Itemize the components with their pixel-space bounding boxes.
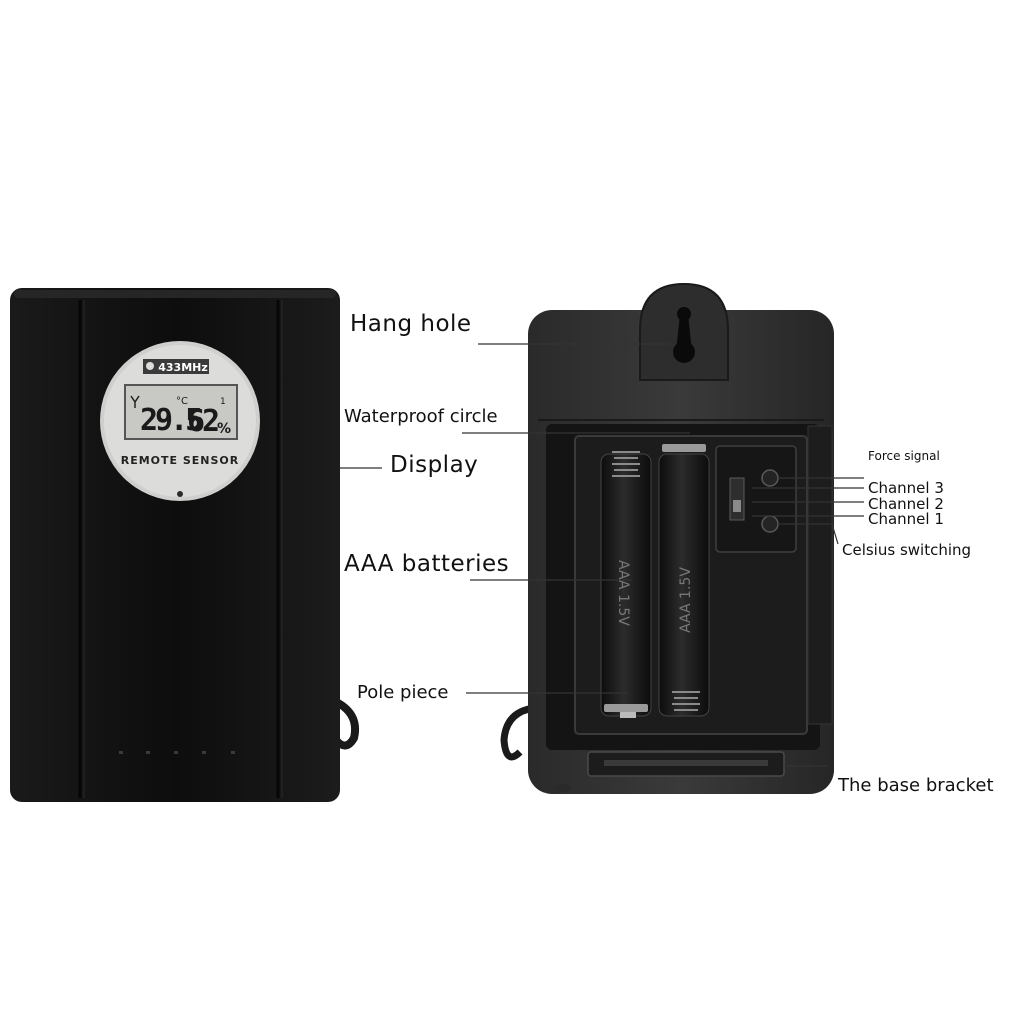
lcd-temperature: 29.5	[140, 403, 202, 438]
label-force-signal: Force signal	[868, 449, 940, 463]
frequency-badge-text: 433MHz	[158, 361, 208, 374]
display-face	[100, 341, 260, 501]
sensor-label: REMOTE SENSOR	[121, 454, 240, 467]
label-channel-3: Channel 3	[868, 479, 944, 497]
battery-label-right: AAA 1.5V	[678, 567, 694, 633]
force-signal-button	[761, 469, 779, 487]
hang-hole	[673, 307, 695, 363]
lcd-humidity: 62	[187, 404, 218, 439]
label-channel-2: Channel 2	[868, 495, 944, 513]
battery-springs	[612, 451, 700, 711]
callout-lines	[340, 343, 864, 767]
back-device: AAA 1.5V AAA 1.5V	[500, 282, 834, 794]
antenna-icon	[130, 395, 140, 408]
back-strap-loop	[500, 704, 535, 761]
label-channel-1: Channel 1	[868, 510, 944, 528]
vent-dots	[119, 751, 235, 754]
frequency-badge	[143, 359, 209, 374]
front-device: 433MHz 29.5 °C 62 % 1 REMOTE SENSOR	[10, 288, 359, 802]
label-display: Display	[390, 452, 479, 478]
aaa-battery-right	[658, 453, 710, 717]
label-pole-piece: Pole piece	[357, 682, 449, 703]
lcd-temp-unit: °C	[176, 396, 188, 407]
label-aaa-batteries: AAA batteries	[344, 551, 510, 577]
battery-label-left: AAA 1.5V	[615, 560, 631, 626]
label-base-bracket: The base bracket	[838, 775, 994, 796]
channel-slide-switch	[729, 477, 745, 521]
pole-pieces	[604, 444, 706, 718]
signal-icon	[146, 362, 154, 370]
leader-celsius	[778, 523, 839, 545]
strap-loop	[330, 696, 359, 750]
label-hang-hole: Hang hole	[350, 311, 472, 337]
switch-panel	[715, 445, 797, 553]
label-waterproof-circle: Waterproof circle	[344, 406, 498, 427]
lcd-screen	[124, 384, 238, 440]
lcd-channel: 1	[220, 397, 226, 407]
label-celsius-switching: Celsius switching	[842, 541, 972, 559]
celsius-button	[761, 515, 779, 533]
lcd-humidity-unit: %	[217, 421, 231, 437]
